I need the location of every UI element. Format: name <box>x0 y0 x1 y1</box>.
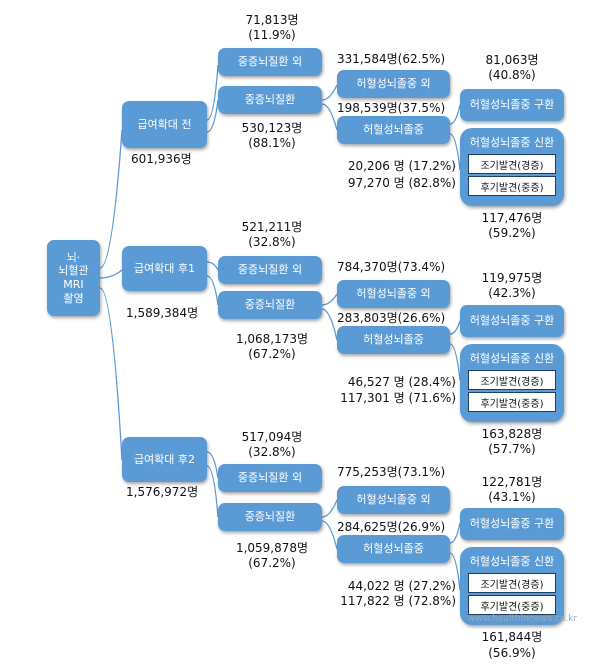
severe-count: 1,068,173명 <box>235 332 309 346</box>
early-detection-value: 46,527 명 (28.4%) <box>347 375 456 389</box>
non-severe-count: 71,813명 <box>245 13 299 27</box>
root-line2: 뇌혈관 <box>58 264 89 278</box>
non-severe-pct: (32.8%) <box>248 235 296 249</box>
new-case-panel: 허혈성뇌졸중 신환 조기발견(경증) 후기발견(중증) <box>460 128 564 206</box>
non-severe-node: 중증뇌질환 외 <box>218 464 322 492</box>
ischemic-node: 허혈성뇌졸중 <box>337 535 450 563</box>
new-case-title: 허혈성뇌졸중 신환 <box>469 352 555 365</box>
new-case-panel: 허혈성뇌졸중 신환 조기발견(경증) 후기발견(중증) <box>460 344 564 422</box>
late-detection-value: 117,822 명 (72.8%) <box>340 594 456 608</box>
new-case-count: 161,844명 <box>481 630 543 644</box>
non-ischemic-value: 775,253명(73.1%) <box>337 465 446 479</box>
non-ischemic-value: 331,584명(62.5%) <box>337 52 446 66</box>
severe-count: 530,123명 <box>241 121 303 135</box>
late-detection-box: 후기발견(중증) <box>468 392 556 412</box>
root-line3: MRI <box>63 278 84 291</box>
non-severe-pct: (32.8%) <box>248 445 296 459</box>
non-ischemic-node: 허혈성뇌졸중 외 <box>337 486 450 514</box>
ischemic-node: 허혈성뇌졸중 <box>337 116 450 144</box>
suspect-node: 허혈성뇌졸중 구환 <box>460 508 564 540</box>
suspect-count: 119,975명 <box>481 271 543 285</box>
period-total: 1,576,972명 <box>126 485 199 499</box>
severe-count: 1,059,878명 <box>235 541 309 555</box>
late-detection-box: 후기발견(중증) <box>468 176 556 196</box>
late-detection-value: 97,270 명 (82.8%) <box>347 176 456 190</box>
ischemic-node: 허혈성뇌졸중 <box>337 326 450 354</box>
ischemic-value: 198,539명(37.5%) <box>337 101 446 115</box>
severe-node: 중증뇌질환 <box>218 86 322 114</box>
suspect-node: 허혈성뇌졸중 구환 <box>460 89 564 121</box>
new-case-panel: 허혈성뇌졸중 신환 조기발견(경증) 후기발견(중증) <box>460 547 564 625</box>
suspect-count: 81,063명 <box>485 53 539 67</box>
watermark: www.healthinnews.co.kr <box>468 614 578 624</box>
new-case-pct: (59.2%) <box>488 226 536 240</box>
new-case-count: 163,828명 <box>481 427 543 441</box>
late-detection-value: 117,301 명 (71.6%) <box>340 391 456 405</box>
new-case-pct: (56.9%) <box>488 646 536 660</box>
non-severe-count: 517,094명 <box>241 430 303 444</box>
non-severe-node: 중증뇌질환 외 <box>218 48 322 76</box>
new-case-title: 허혈성뇌졸중 신환 <box>469 136 555 149</box>
root-line4: 촬영 <box>63 291 84 305</box>
new-case-title: 허혈성뇌졸중 신환 <box>469 555 555 568</box>
period-total: 601,936명 <box>131 152 192 166</box>
severe-node: 중증뇌질환 <box>218 503 322 531</box>
non-ischemic-node: 허혈성뇌졸중 외 <box>337 280 450 308</box>
root-line1: 뇌· <box>66 250 81 264</box>
non-severe-pct: (11.9%) <box>248 28 296 42</box>
severe-pct: (88.1%) <box>248 136 296 150</box>
root-node: 뇌· 뇌혈관 MRI 촬영 <box>47 240 100 316</box>
period-node: 급여확대 후2 <box>122 437 207 482</box>
severe-pct: (67.2%) <box>248 556 296 570</box>
early-detection-box: 조기발견(경증) <box>468 370 556 390</box>
suspect-pct: (42.3%) <box>488 286 536 300</box>
ischemic-value: 284,625명(26.9%) <box>337 520 446 534</box>
suspect-pct: (40.8%) <box>488 68 536 82</box>
non-ischemic-node: 허혈성뇌졸중 외 <box>337 70 450 98</box>
new-case-pct: (57.7%) <box>488 442 536 456</box>
early-detection-box: 조기발견(경증) <box>468 573 556 593</box>
ischemic-value: 283,803명(26.6%) <box>337 311 446 325</box>
early-detection-value: 20,206 명 (17.2%) <box>347 159 456 173</box>
early-detection-box: 조기발견(경증) <box>468 154 556 174</box>
period-node: 급여확대 전 <box>122 101 207 148</box>
non-severe-node: 중증뇌질환 외 <box>218 256 322 284</box>
non-ischemic-value: 784,370명(73.4%) <box>337 260 446 274</box>
suspect-pct: (43.1%) <box>488 490 536 504</box>
period-node: 급여확대 후1 <box>122 246 207 291</box>
severe-node: 중증뇌질환 <box>218 291 322 319</box>
new-case-count: 117,476명 <box>481 211 543 225</box>
early-detection-value: 44,022 명 (27.2%) <box>347 579 456 593</box>
late-detection-box: 후기발견(중증) <box>468 595 556 615</box>
suspect-count: 122,781명 <box>481 475 543 489</box>
period-total: 1,589,384명 <box>126 306 199 320</box>
severe-pct: (67.2%) <box>248 347 296 361</box>
suspect-node: 허혈성뇌졸중 구환 <box>460 305 564 337</box>
non-severe-count: 521,211명 <box>241 220 303 234</box>
